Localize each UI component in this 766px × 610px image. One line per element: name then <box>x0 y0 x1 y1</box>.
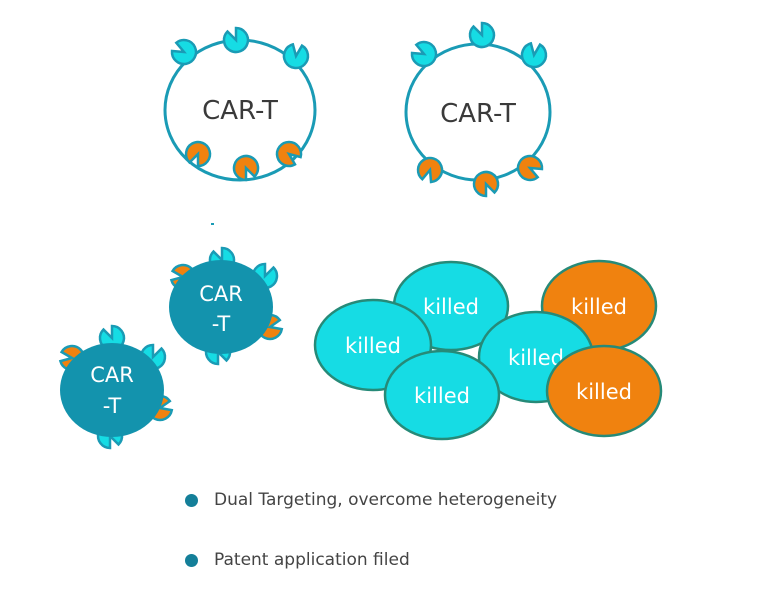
cell-label-line2: -T <box>212 312 231 336</box>
orange-receptor <box>232 154 260 182</box>
killed-label: killed <box>423 295 479 319</box>
killed-label: killed <box>571 295 627 319</box>
orange-receptor <box>516 154 544 182</box>
killed-cell: killed <box>545 344 663 438</box>
cell-label-line1: CAR <box>90 363 134 387</box>
cyan-receptor <box>410 40 438 68</box>
killed-label: killed <box>508 346 564 370</box>
cyan-receptor <box>282 42 310 70</box>
car-t-cell-right: CAR-T <box>404 21 552 198</box>
killed-cell-cluster: killed killed killed killed killed kille… <box>313 259 663 441</box>
killed-cell: killed <box>383 349 501 441</box>
cyan-receptor <box>170 38 198 66</box>
small-car-t-cell-lower: CAR -T <box>58 324 174 450</box>
cyan-receptor <box>222 26 250 54</box>
orange-receptor <box>416 156 444 184</box>
orange-receptor <box>472 170 500 198</box>
cyan-receptor <box>520 41 548 69</box>
cell-label-line1: CAR <box>199 282 243 306</box>
cell-body <box>169 260 273 354</box>
killed-label: killed <box>345 334 401 358</box>
car-t-cell-left: CAR-T <box>163 26 317 182</box>
bullet-item: Patent application filed <box>185 546 557 574</box>
cyan-receptor <box>468 21 496 49</box>
orange-receptor <box>184 140 212 168</box>
cell-label-line2: -T <box>103 394 122 418</box>
bullet-text: Patent application filed <box>214 550 410 570</box>
killed-label: killed <box>576 380 632 404</box>
orange-receptor <box>275 140 303 168</box>
bullet-dot-icon <box>185 493 198 507</box>
small-car-t-cell-upper: CAR -T <box>169 246 284 366</box>
bullet-item: Dual Targeting, overcome heterogeneity <box>185 486 557 514</box>
killed-label: killed <box>414 384 470 408</box>
cell-label: CAR-T <box>202 96 278 126</box>
bullet-dot-icon <box>185 553 198 567</box>
bullet-list: Dual Targeting, overcome heterogeneity P… <box>185 486 557 606</box>
speck <box>211 223 214 225</box>
cell-body <box>60 343 164 437</box>
cell-label: CAR-T <box>440 99 516 129</box>
bullet-text: Dual Targeting, overcome heterogeneity <box>214 490 558 510</box>
